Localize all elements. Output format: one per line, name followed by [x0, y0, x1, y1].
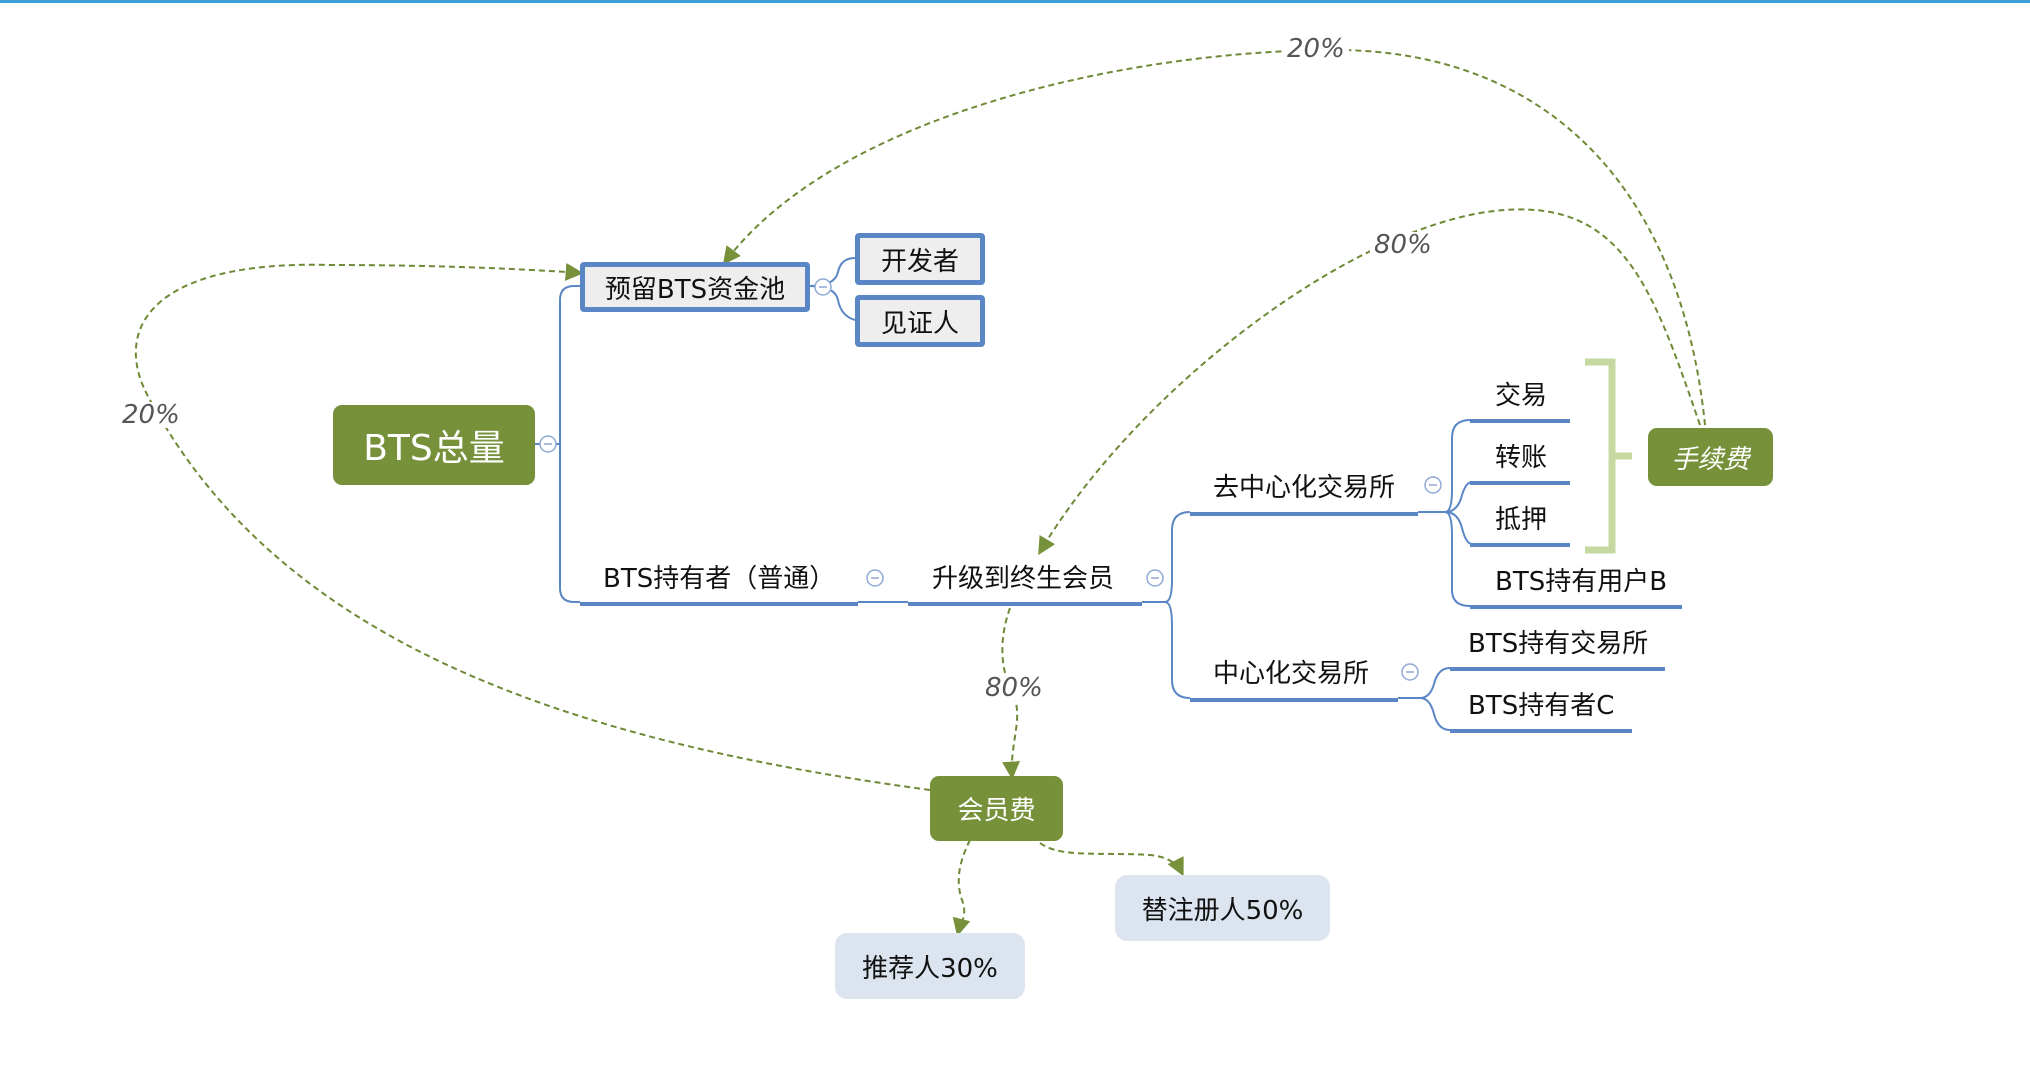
cex-child-holder-c[interactable]: BTS持有者C — [1468, 691, 1615, 721]
referrer-node[interactable]: 推荐人30% — [835, 933, 1025, 999]
registrar-node[interactable]: 替注册人50% — [1115, 875, 1330, 941]
fee-to-upgrade-arrow — [1038, 208, 1701, 556]
member-fee-to-registrar-arrow — [1039, 842, 1184, 877]
fee-to-pool-arrow — [722, 48, 1706, 426]
member-fee-node[interactable]: 会员费 — [930, 776, 1063, 841]
cex-node[interactable]: 中心化交易所 — [1213, 659, 1370, 689]
pct-member-to-pool: 20% — [118, 402, 184, 428]
pct-fee-to-pool: 20% — [1283, 36, 1349, 62]
upgrade-to-cex-connector — [1164, 601, 1191, 699]
reserve-pool-node[interactable]: 预留BTS资金池 — [580, 262, 810, 312]
dex-child-pledge[interactable]: 抵押 — [1495, 505, 1548, 535]
root-to-pool-connector — [559, 285, 580, 301]
fee-summary-bracket — [1585, 358, 1632, 554]
dex-node[interactable]: 去中心化交易所 — [1213, 473, 1396, 503]
root-node-total-bts[interactable]: BTS总量 — [333, 405, 535, 485]
pct-upgrade-to-member: 80% — [981, 675, 1047, 701]
top-accent-line — [0, 0, 2030, 3]
dex-child-holder-user-b[interactable]: BTS持有用户B — [1495, 567, 1668, 597]
pct-fee-to-upgrade: 80% — [1370, 232, 1436, 258]
fee-node[interactable]: 手续费 — [1648, 428, 1773, 486]
member-fee-to-referrer-arrow — [952, 839, 971, 937]
upgrade-node[interactable]: 升级到终生会员 — [932, 564, 1115, 594]
root-to-holder-connector — [559, 300, 580, 603]
dex-child-trade[interactable]: 交易 — [1495, 381, 1548, 411]
developer-node[interactable]: 开发者 — [855, 233, 985, 285]
cex-child-holder-exchange[interactable]: BTS持有交易所 — [1468, 629, 1649, 659]
member-fee-to-pool-arrow — [134, 262, 931, 791]
witness-node[interactable]: 见证人 — [855, 295, 985, 347]
dex-child-transfer[interactable]: 转账 — [1495, 443, 1548, 473]
holder-node[interactable]: BTS持有者（普通） — [603, 564, 836, 594]
upgrade-to-dex-connector — [1164, 511, 1191, 603]
